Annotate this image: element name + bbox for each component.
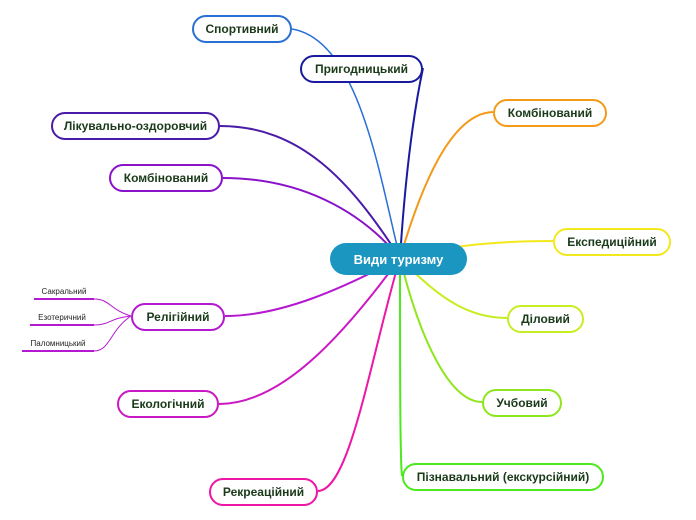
node-dilovyi[interactable]: Діловий xyxy=(507,305,584,333)
node-kombinovanyi-right[interactable]: Комбінований xyxy=(493,99,607,127)
central-topic[interactable]: Види туризму xyxy=(330,243,467,275)
connector-kombinovanyi-left xyxy=(222,177,401,259)
node-label: Учбовий xyxy=(496,396,548,410)
subtopic-sakralnyi[interactable]: Сакральний xyxy=(41,287,87,296)
node-label: Експедиційний xyxy=(567,235,657,249)
node-rekreatsiinyi[interactable]: Рекреаційний xyxy=(209,478,318,506)
node-label: Екологічний xyxy=(131,397,205,411)
connector-kombinovanyi-right xyxy=(399,111,494,259)
node-likuvalno-ozdorovchyi[interactable]: Лікувально-оздоровчий xyxy=(51,112,220,140)
node-uchbovyi[interactable]: Учбовий xyxy=(482,389,562,417)
node-piznavalnyi[interactable]: Пізнавальний (екскурсійний) xyxy=(402,463,604,491)
subtopic-palomnytskyi[interactable]: Паломницький xyxy=(30,339,86,348)
node-kombinovanyi-left[interactable]: Комбінований xyxy=(109,164,223,192)
node-ekolohichnyi[interactable]: Екологічний xyxy=(117,390,219,418)
node-ekspedytsiinyi[interactable]: Експедиційний xyxy=(553,228,671,256)
connector-pryhodnytskyi xyxy=(399,67,424,259)
connector-sakralnyi xyxy=(93,298,132,317)
connector-uchbovyi xyxy=(399,257,483,403)
node-relihiinyi[interactable]: Релігійний xyxy=(131,303,225,331)
node-pryhodnytskyi[interactable]: Пригодницький xyxy=(300,55,423,83)
node-sportyvnyi[interactable]: Спортивний xyxy=(192,15,292,43)
node-label: Діловий xyxy=(521,312,570,326)
connector-sportyvnyi xyxy=(291,28,401,259)
connector-likuvalno xyxy=(219,125,401,259)
connector-piznavalnyi xyxy=(399,257,403,477)
connector-rekreatsiinyi xyxy=(317,257,401,492)
node-label: Комбінований xyxy=(507,106,593,120)
node-label: Лікувально-оздоровчий xyxy=(63,119,208,133)
node-label: Спортивний xyxy=(205,22,279,36)
node-label: Релігійний xyxy=(146,310,210,324)
connector-ekolohichnyi xyxy=(218,257,401,405)
connector-ezoterychnyi xyxy=(93,315,132,326)
subtopic-ezoterychnyi[interactable]: Езотеричний xyxy=(38,313,86,322)
connector-palomnytskyi xyxy=(93,315,132,352)
node-label: Рекреаційний xyxy=(222,485,305,499)
node-label: Пізнавальний (екскурсійний) xyxy=(416,470,590,484)
node-label: Пригодницький xyxy=(314,62,409,76)
node-label: Комбінований xyxy=(123,171,209,185)
